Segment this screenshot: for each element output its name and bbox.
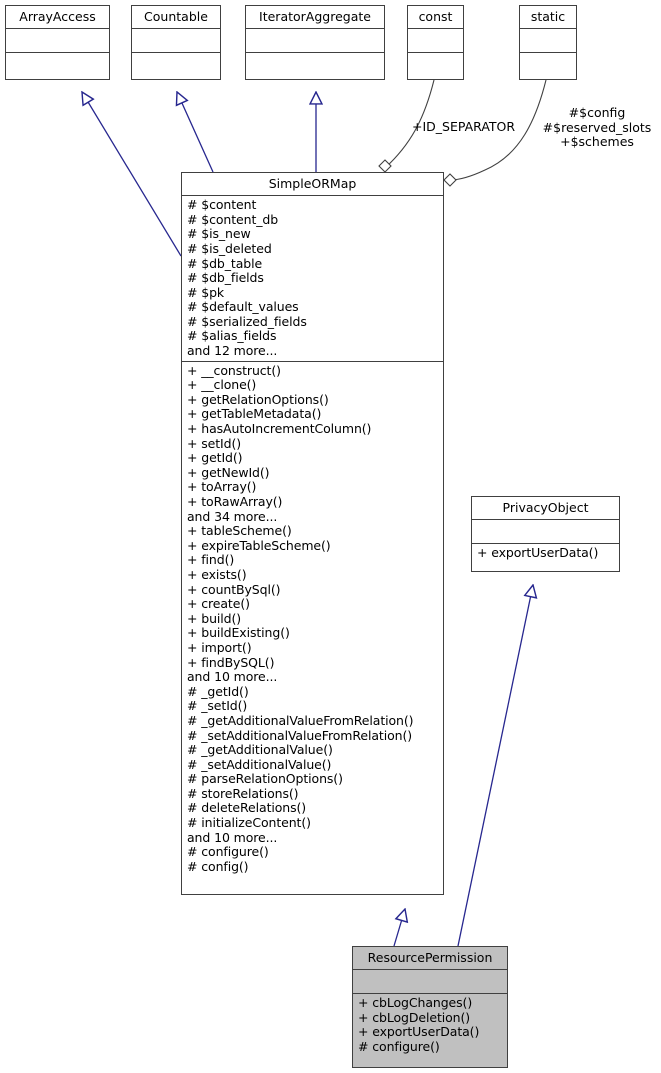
class-member: + find() xyxy=(187,552,235,568)
class-operations-array-access xyxy=(6,53,109,77)
class-box-iterator-aggregate[interactable]: IteratorAggregate xyxy=(245,5,385,80)
class-attributes-static xyxy=(520,29,576,54)
class-member: # $db_fields xyxy=(187,270,264,286)
class-name-resource-permission: ResourcePermission xyxy=(353,947,507,971)
class-member: and 10 more... xyxy=(187,829,278,845)
class-member: + exportUserData() xyxy=(477,545,599,561)
class-member: + hasAutoIncrementColumn() xyxy=(187,421,372,437)
class-member: + findBySQL() xyxy=(187,654,275,670)
class-member: and 12 more... xyxy=(187,343,278,359)
class-member: + buildExisting() xyxy=(187,625,290,641)
edge-label-config: #$config xyxy=(568,105,626,120)
class-name-countable: Countable xyxy=(132,6,220,30)
class-member: + getId() xyxy=(187,450,243,466)
class-box-resource-permission[interactable]: ResourcePermission + cbLogChanges()+ cbL… xyxy=(352,946,508,1068)
class-name-simple-ormap: SimpleORMap xyxy=(182,173,443,197)
class-member: # $default_values xyxy=(187,299,299,315)
class-member: # deleteRelations() xyxy=(187,800,307,816)
class-name-iterator-aggregate: IteratorAggregate xyxy=(246,6,384,30)
class-member: + exists() xyxy=(187,566,247,582)
class-member: and 10 more... xyxy=(187,669,278,685)
class-operations-static xyxy=(520,53,576,77)
class-member: + tableScheme() xyxy=(187,523,292,539)
class-member: + create() xyxy=(187,596,250,612)
edge-simpleormap-arrayaccess xyxy=(82,92,182,257)
class-member: # $alias_fields xyxy=(187,328,277,344)
class-attributes-countable xyxy=(132,29,220,54)
class-member: + countBySql() xyxy=(187,581,281,597)
class-name-array-access: ArrayAccess xyxy=(6,6,109,30)
class-member: + getNewId() xyxy=(187,464,270,480)
class-member: + cbLogChanges() xyxy=(358,995,473,1011)
class-member: # _getAdditionalValueFromRelation() xyxy=(187,712,414,728)
class-member: # $content xyxy=(187,197,257,213)
class-attributes-array-access xyxy=(6,29,109,54)
class-name-const: const xyxy=(408,6,463,30)
class-member: + setId() xyxy=(187,435,242,451)
class-operations-countable xyxy=(132,53,220,77)
class-name-privacy-object: PrivacyObject xyxy=(472,497,619,521)
class-member: # $serialized_fields xyxy=(187,313,307,329)
class-operations-iterator-aggregate xyxy=(246,53,384,77)
class-member: # _setAdditionalValue() xyxy=(187,756,332,772)
class-name-static: static xyxy=(520,6,576,30)
class-member: # $pk xyxy=(187,284,225,300)
class-box-static[interactable]: static xyxy=(519,5,577,80)
class-member: + cbLogDeletion() xyxy=(358,1009,471,1025)
edge-label-static-members: #$config #$reserved_slots +$schemes xyxy=(533,105,661,150)
class-member: # config() xyxy=(187,858,249,874)
class-attributes-simple-ormap: # $content# $content_db# $is_new# $is_de… xyxy=(182,196,443,362)
class-member: + __clone() xyxy=(187,377,257,393)
edge-resourcepermission-privacyobject xyxy=(457,585,533,947)
class-attributes-privacy-object xyxy=(472,520,619,545)
class-member: # configure() xyxy=(358,1038,440,1054)
class-member: + build() xyxy=(187,610,242,626)
class-member: # _getId() xyxy=(187,683,249,699)
edge-label-reserved-slots: #$reserved_slots xyxy=(542,119,652,135)
class-member: # _setId() xyxy=(187,698,248,714)
class-member: + __construct() xyxy=(187,362,281,378)
class-box-array-access[interactable]: ArrayAccess xyxy=(5,5,110,80)
class-member: + exportUserData() xyxy=(358,1024,480,1040)
class-member: + expireTableScheme() xyxy=(187,537,331,553)
class-member: # $is_new xyxy=(187,226,251,242)
class-box-countable[interactable]: Countable xyxy=(131,5,221,80)
edge-resourcepermission-simpleormap xyxy=(393,909,405,947)
class-attributes-const xyxy=(408,29,463,54)
class-member: # parseRelationOptions() xyxy=(187,771,343,787)
class-member: # $db_table xyxy=(187,255,263,271)
class-member: # configure() xyxy=(187,844,269,860)
class-member: # storeRelations() xyxy=(187,785,299,801)
class-attributes-iterator-aggregate xyxy=(246,29,384,54)
class-operations-const xyxy=(408,53,463,77)
class-member: # initializeContent() xyxy=(187,815,311,831)
class-member: # _getAdditionalValue() xyxy=(187,742,333,758)
class-member: # _setAdditionalValueFromRelation() xyxy=(187,727,412,743)
edge-label-schemes: +$schemes xyxy=(560,134,634,150)
class-member: + toRawArray() xyxy=(187,494,283,509)
class-operations-privacy-object: + exportUserData() xyxy=(472,544,619,564)
class-member: # $content_db xyxy=(187,211,279,227)
class-box-simple-ormap[interactable]: SimpleORMap # $content# $content_db# $is… xyxy=(181,172,444,895)
class-member: + getTableMetadata() xyxy=(187,406,322,422)
class-member: + import() xyxy=(187,639,252,655)
edge-label-id-separator: +ID_SEPARATOR xyxy=(412,119,516,134)
edge-simpleormap-countable xyxy=(177,92,214,173)
class-box-privacy-object[interactable]: PrivacyObject + exportUserData() xyxy=(471,496,620,572)
class-operations-simple-ormap: + __construct()+ __clone()+ getRelationO… xyxy=(182,362,443,878)
class-member: # $is_deleted xyxy=(187,240,272,256)
class-member: and 34 more... xyxy=(187,508,278,524)
class-member: + getRelationOptions() xyxy=(187,391,329,407)
class-member: + toArray() xyxy=(187,479,257,495)
class-box-const[interactable]: const xyxy=(407,5,464,80)
class-operations-resource-permission: + cbLogChanges()+ cbLogDeletion()+ expor… xyxy=(353,994,507,1057)
class-attributes-resource-permission xyxy=(353,970,507,995)
